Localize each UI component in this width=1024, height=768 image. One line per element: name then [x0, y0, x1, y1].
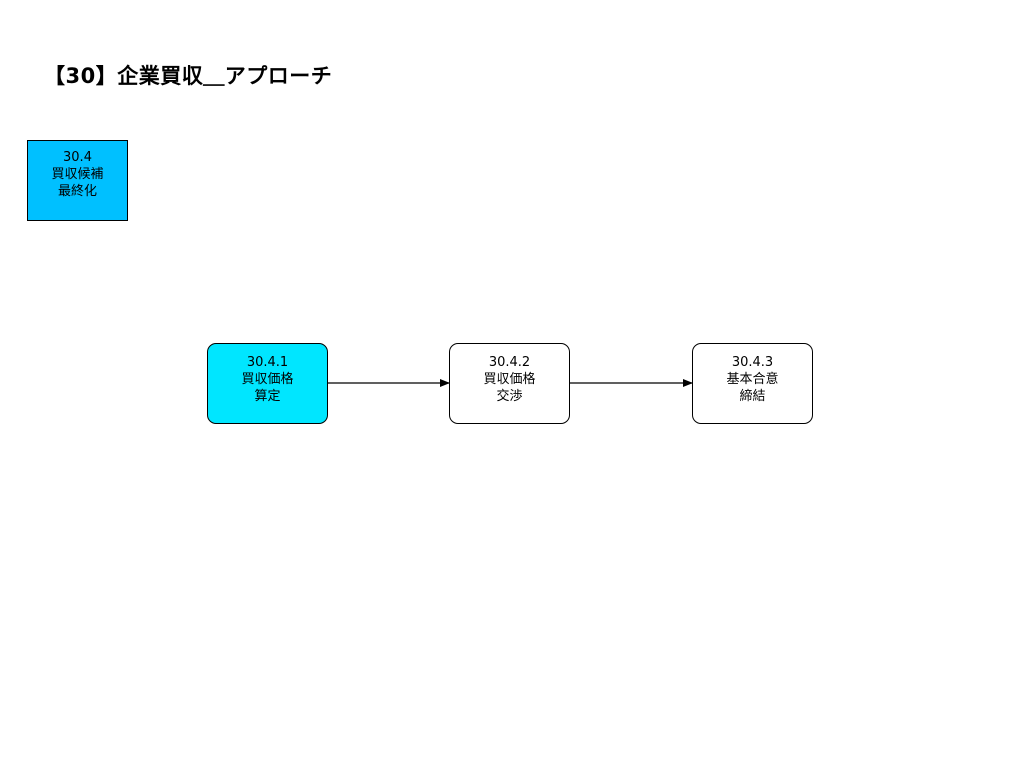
step-label-line1: 基本合意: [726, 372, 779, 387]
step-label-line2: 算定: [254, 389, 281, 404]
step-code: 30.4.2: [488, 355, 531, 370]
step-label-line2: 締結: [739, 389, 766, 404]
step-code: 30.4.1: [246, 355, 289, 370]
step-box-30-4-1[interactable]: 30.4.1 買収価格 算定: [207, 343, 328, 424]
step-box-30-4-2[interactable]: 30.4.2 買収価格 交渉: [449, 343, 570, 424]
step-code: 30.4.3: [731, 355, 774, 370]
parent-process-label-line2: 最終化: [57, 184, 97, 199]
parent-process-label-line1: 買収候補: [51, 167, 104, 182]
parent-process-box[interactable]: 30.4 買収候補 最終化: [27, 140, 128, 221]
step-label-line1: 買収価格: [483, 372, 536, 387]
step-label-line2: 交渉: [496, 389, 523, 404]
step-box-30-4-3[interactable]: 30.4.3 基本合意 締結: [692, 343, 813, 424]
page-title: 【30】企業買収＿アプローチ: [44, 64, 333, 88]
parent-process-code: 30.4: [63, 150, 92, 165]
step-label-line1: 買収価格: [241, 372, 294, 387]
